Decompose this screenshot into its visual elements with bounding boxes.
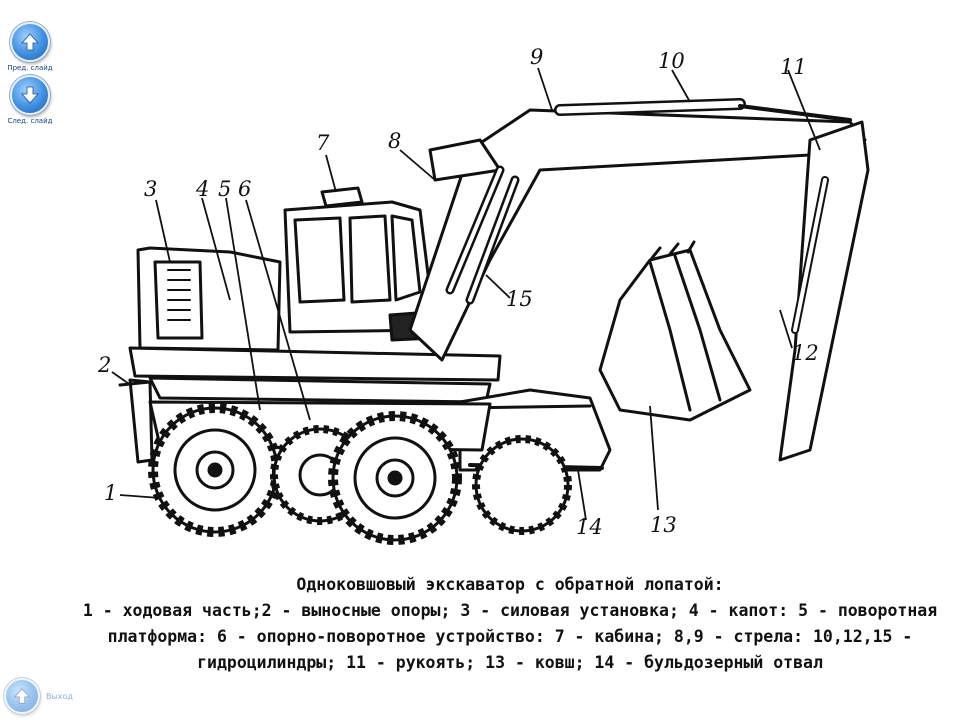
next-slide-button[interactable]: След. слайд	[4, 75, 56, 125]
arrow-up-icon	[4, 678, 40, 714]
label-13: 13	[650, 513, 677, 537]
prev-slide-label: Пред. слайд	[7, 64, 53, 72]
caption-title: Одноковшовый экскаватор с обратной лопат…	[296, 575, 724, 594]
excavator-diagram: 1 2 3 4 5 6 7 8 9 10 11 12 13 14 15	[97, 45, 870, 545]
label-8: 8	[388, 129, 401, 153]
wheel-rear	[148, 403, 282, 537]
next-slide-label: След. слайд	[7, 117, 53, 125]
figure-caption: Одноковшовый экскаватор с обратной лопат…	[70, 572, 950, 676]
exit-button[interactable]: Выход	[4, 678, 73, 714]
label-14: 14	[576, 515, 603, 539]
label-1: 1	[104, 481, 117, 505]
wheel-front	[328, 411, 462, 545]
bucket	[598, 248, 752, 422]
label-3: 3	[144, 177, 157, 201]
turntable-platform	[128, 346, 502, 382]
label-12: 12	[792, 341, 819, 365]
label-4: 4	[195, 177, 209, 201]
label-9: 9	[530, 45, 543, 69]
exit-label: Выход	[46, 691, 73, 701]
outrigger	[128, 378, 154, 464]
prev-slide-button[interactable]: Пред. слайд	[4, 22, 56, 72]
arrow-up-icon	[10, 22, 50, 62]
arrow-down-icon	[10, 75, 50, 115]
label-7: 7	[316, 131, 330, 155]
label-11: 11	[780, 55, 807, 79]
label-5: 5	[218, 177, 231, 201]
wheel-far	[472, 435, 572, 535]
label-15: 15	[506, 287, 533, 311]
label-2: 2	[97, 353, 111, 377]
caption-body: 1 - ходовая часть;2 - выносные опоры; 3 …	[82, 601, 938, 672]
label-6: 6	[238, 177, 251, 201]
stick	[778, 120, 870, 462]
label-10: 10	[658, 49, 685, 73]
